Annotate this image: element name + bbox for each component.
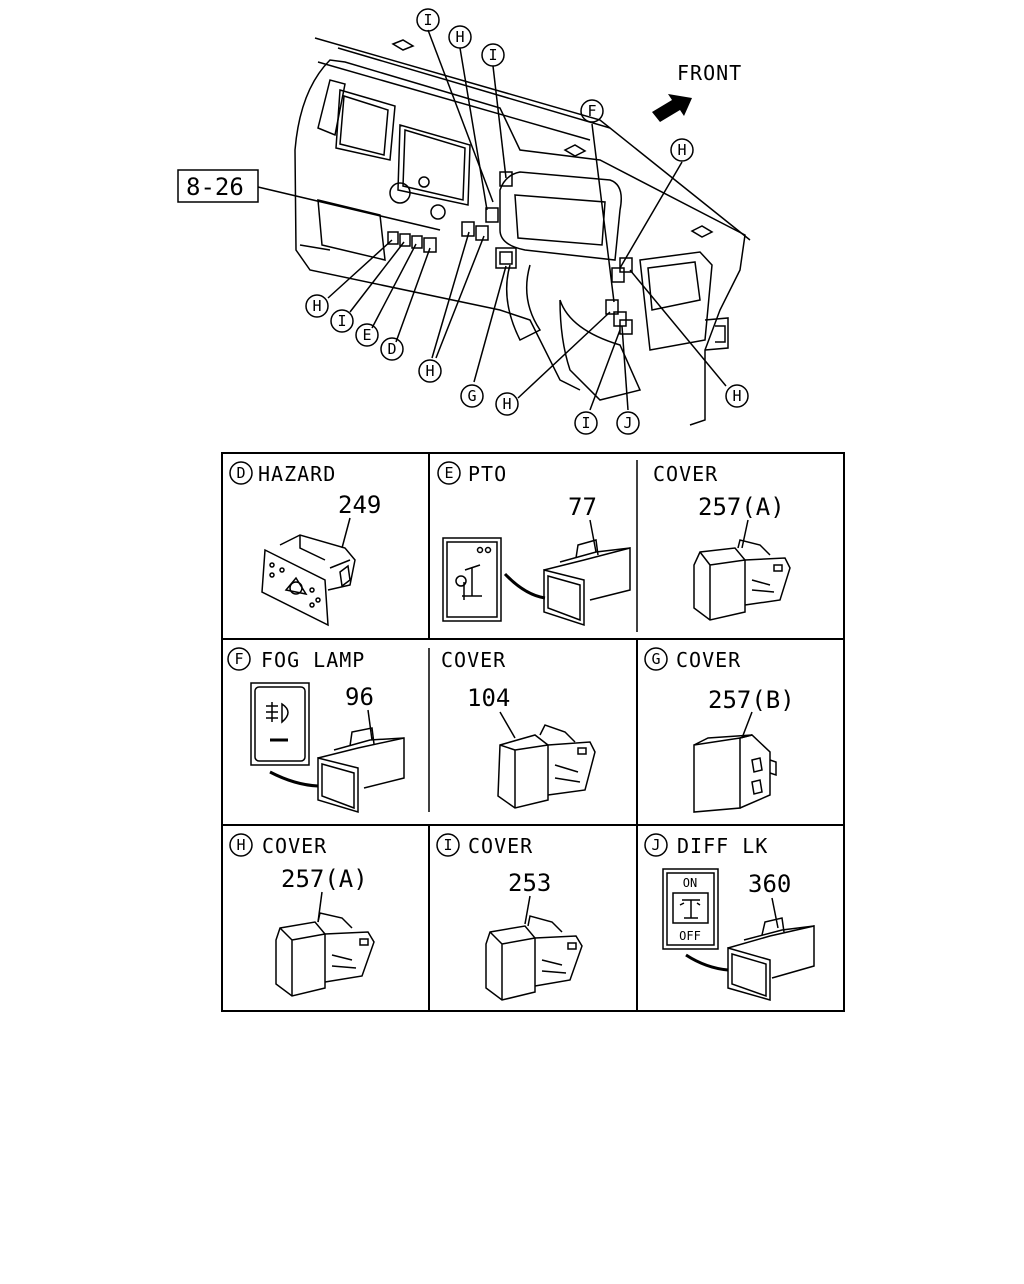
parts-grid [221,452,845,1012]
svg-text:H: H [312,297,321,315]
cell-title: COVER [468,834,533,858]
hazard-switch [261,534,356,627]
cell-cover-257b: G COVER 257(B) [644,647,795,813]
cell-hazard: D HAZARD 249 [229,461,381,627]
cover-button [275,912,375,997]
svg-text:G: G [651,650,660,668]
part-number: 249 [338,491,381,519]
reference-label: 8-26 [186,173,244,201]
diff-off-label: OFF [679,929,701,943]
part-number: 257(A) [698,493,785,521]
svg-text:H: H [677,141,686,159]
cell-title: COVER [262,834,327,858]
callout-h-2: H [670,138,694,162]
svg-text:J: J [651,836,660,854]
reference-box [177,169,259,203]
fog-lamp-label-plate [250,682,310,766]
svg-text:I: I [443,836,452,854]
svg-text:H: H [425,362,434,380]
cell-pto: E PTO 77 [437,461,631,627]
part-number: 104 [467,684,510,712]
cell-title: HAZARD [258,462,336,486]
cell-cover-257a-bottom: H COVER 257(A) [229,833,375,997]
callout-e-1: E [355,323,379,347]
svg-text:F: F [587,102,596,120]
cell-cover-104: COVER 104 [441,648,596,809]
callout-f-1: F [580,99,604,123]
svg-text:H: H [732,387,741,405]
front-label: FRONT [677,61,742,85]
part-number: 360 [748,870,791,898]
part-number: 257(B) [708,686,795,714]
cell-title: COVER [676,648,741,672]
cell-diff-lock: J DIFF LK 360 ON OFF [644,833,815,1001]
svg-text:D: D [236,464,245,482]
diff-on-label: ON [683,876,697,890]
cell-title: COVER [441,648,506,672]
callout-i-3: I [330,309,354,333]
part-number: 253 [508,869,551,897]
svg-text:E: E [362,326,371,344]
cell-cover-257a-top: COVER 257(A) [653,462,791,621]
svg-text:D: D [387,340,396,358]
callout-i-1: I [416,8,440,32]
diff-lock-switch [727,917,815,1001]
callout-d-1: D [380,337,404,361]
svg-text:I: I [337,312,346,330]
svg-text:J: J [623,414,632,432]
cell-fog-lamp: F FOG LAMP 96 [227,647,405,814]
part-number: 77 [568,493,597,521]
svg-text:H: H [455,28,464,46]
callout-i-2: I [481,43,505,67]
svg-text:H: H [236,836,245,854]
part-number: 257(A) [281,865,368,893]
svg-text:I: I [488,46,497,64]
cell-title: FOG LAMP [261,648,365,672]
cell-title: PTO [468,462,507,486]
cover-button [693,539,791,621]
cell-title: COVER [653,462,718,486]
svg-text:G: G [467,387,476,405]
svg-text:I: I [581,414,590,432]
cover-button [693,734,777,813]
cell-title: DIFF LK [677,834,768,858]
front-arrow-icon [652,94,692,122]
callout-h-5: H [495,392,519,416]
dashboard-overview: FRONT 8-26 I H I F H H I E D H G H I J H [177,8,751,435]
pto-label-plate [442,537,502,622]
svg-text:I: I [423,11,432,29]
cover-button [485,915,583,1001]
svg-text:H: H [502,395,511,413]
pto-switch [543,539,631,627]
svg-text:F: F [234,650,243,668]
callout-h-3: H [305,294,329,318]
callout-h-6: H [725,384,749,408]
cover-button [497,724,596,809]
diff-lock-label-plate: ON OFF [662,868,719,950]
callout-g-1: G [460,384,484,408]
callout-j-1: J [616,411,640,435]
callout-h-1: H [448,25,472,49]
svg-text:E: E [444,464,453,482]
callout-i-4: I [574,411,598,435]
fog-lamp-switch [317,727,405,814]
callout-h-4: H [418,359,442,383]
cell-cover-253: I COVER 253 [436,833,583,1001]
part-number: 96 [345,683,374,711]
